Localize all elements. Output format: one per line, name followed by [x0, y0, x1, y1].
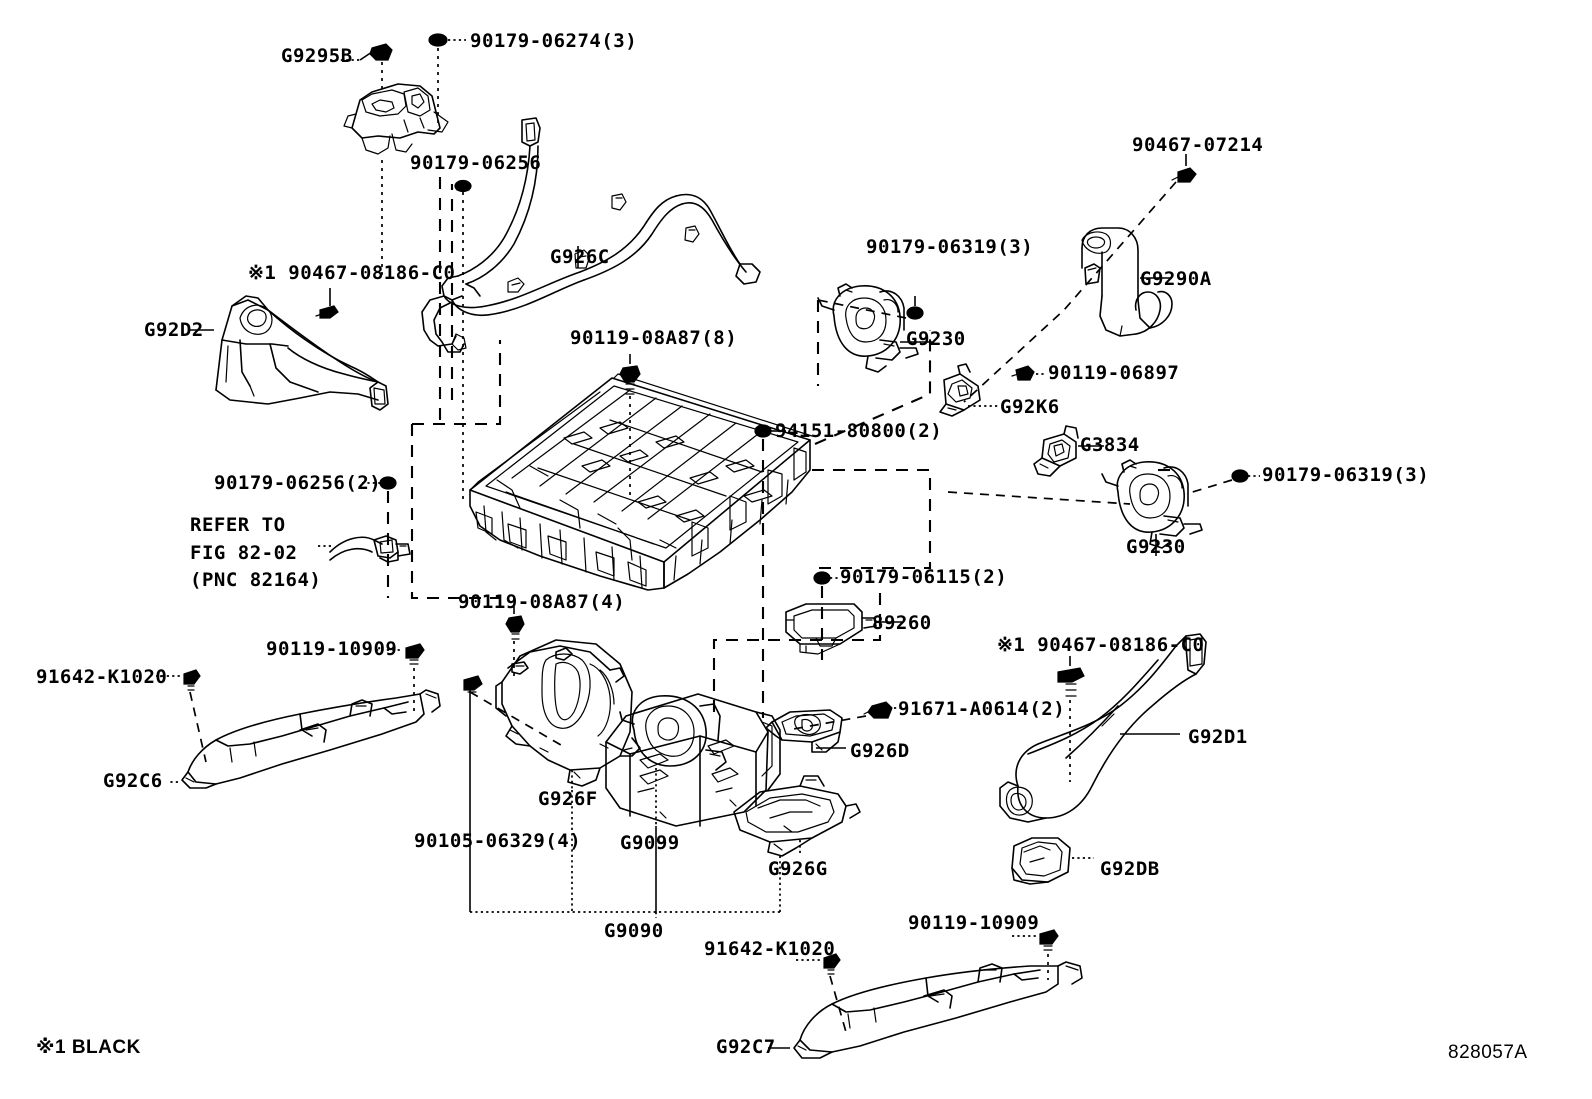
label-g926f: G926F — [538, 788, 598, 810]
label-90467-07214: 90467-07214 — [1132, 134, 1264, 156]
part-g926g-bracket — [734, 776, 860, 856]
part-89260-ecu — [786, 604, 876, 654]
label-90179-06274: 90179-06274(3) — [470, 30, 638, 52]
label-g92c6: G92C6 — [103, 770, 163, 792]
fastener-90467-08186-right — [1058, 668, 1084, 696]
label-refer-to: REFER TO FIG 82-02 (PNC 82164) — [190, 514, 322, 592]
label-90467-08186-right: ※1 90467-08186-C0 — [997, 634, 1205, 656]
leader-90105-06329-dash — [470, 692, 566, 748]
fastener-90179-06115 — [814, 572, 830, 584]
part-g92db-cap — [1012, 838, 1070, 884]
leader-90467-07214-dash — [964, 182, 1176, 402]
label-g9290a: G9290A — [1140, 268, 1212, 290]
part-refer-connector — [330, 536, 410, 562]
label-g9230-top: G9230 — [906, 328, 966, 350]
part-g9290a-duct — [1082, 228, 1172, 336]
label-90179-06256-2: 90179-06256(2) — [214, 472, 382, 494]
label-g9099: G9099 — [620, 832, 680, 854]
part-g3834 — [1034, 426, 1078, 476]
label-g9090: G9090 — [604, 920, 664, 942]
label-90119-08A87-8: 90119-08A87(8) — [570, 327, 738, 349]
fastener-91642-K1020-left — [184, 670, 200, 690]
fastener-90179-06274 — [429, 34, 447, 46]
part-g9295b-clip — [370, 44, 392, 60]
fastener-90179-06256 — [455, 181, 471, 192]
label-90179-06319-right: 90179-06319(3) — [1262, 464, 1430, 486]
label-g926g: G926G — [768, 858, 828, 880]
label-g3834: G3834 — [1080, 434, 1140, 456]
label-g926c: G926C — [550, 246, 610, 268]
fastener-90119-06897 — [1012, 366, 1034, 380]
part-g9099 — [606, 694, 780, 826]
fastener-91671-A0614 — [864, 702, 892, 718]
label-90105-06329: 90105-06329(4) — [414, 830, 582, 852]
leader-91671-A0614-dash — [788, 716, 866, 730]
fastener-90179-06319-right — [1232, 470, 1248, 482]
label-g92k6: G92K6 — [1000, 396, 1060, 418]
label-90467-08186-left: ※1 90467-08186-C0 — [248, 262, 456, 284]
fastener-91642-K1020-bottom — [824, 954, 840, 974]
part-g92k6-bracket — [940, 364, 980, 416]
fastener-90119-10909-left — [406, 644, 424, 664]
label-g92d1: G92D1 — [1188, 726, 1248, 748]
leader-90179-06319-right-dash — [1186, 480, 1232, 494]
part-g926d-bracket — [766, 710, 842, 752]
label-89260: 89260 — [872, 612, 932, 634]
fastener-90179-06256-2 — [380, 477, 396, 489]
label-g9295b: G9295B — [281, 45, 353, 67]
part-g92d2-duct — [216, 296, 388, 410]
label-90179-06256: 90179-06256 — [410, 152, 542, 174]
part-g92c7-cover — [794, 962, 1082, 1058]
leader-91642-K1020-left-dash — [190, 692, 206, 762]
fastener-90119-08A87-4 — [506, 616, 524, 639]
label-g92d2: G92D2 — [144, 319, 204, 341]
fastener-90119-10909-bottom — [1040, 930, 1058, 950]
leader-91642-K1020-bottom-dash — [830, 976, 846, 1032]
label-90119-10909-left: 90119-10909 — [266, 638, 398, 660]
label-g92c7: G92C7 — [716, 1036, 776, 1058]
label-g92db: G92DB — [1100, 858, 1160, 880]
label-91642-K1020-left: 91642-K1020 — [36, 666, 168, 688]
fastener-90105-06329 — [464, 676, 482, 692]
label-90119-10909-bottom: 90119-10909 — [908, 912, 1040, 934]
fastener-90467-08186-left — [316, 306, 338, 318]
part-g92d1-duct — [1000, 634, 1206, 822]
fastener-94151-80800 — [755, 425, 771, 437]
part-g9295b-bracket — [344, 84, 448, 154]
part-g926c-harness — [422, 118, 760, 352]
label-90119-08A87-4: 90119-08A87(4) — [458, 591, 626, 613]
fastener-90179-06319-top — [907, 307, 923, 319]
label-90179-06319-top: 90179-06319(3) — [866, 236, 1034, 258]
label-90179-06115: 90179-06115(2) — [840, 566, 1008, 588]
label-91642-K1020-bottom: 91642-K1020 — [704, 938, 836, 960]
figure-id: 828057A — [1448, 1042, 1528, 1063]
fastener-90119-08A87-8 — [620, 366, 640, 394]
fastener-90467-07214 — [1172, 168, 1196, 182]
part-g9230-blower-top — [818, 284, 918, 372]
label-g926d: G926D — [850, 740, 910, 762]
part-g926f-duct — [496, 640, 640, 786]
assembly-dashed-lines — [412, 168, 1170, 712]
part-g92c6-cover — [182, 690, 440, 788]
label-94151-80800: 94151-80800(2) — [775, 420, 943, 442]
label-g9230-right: G9230 — [1126, 536, 1186, 558]
part-g9230-blower-right — [1102, 460, 1202, 548]
label-90119-06897: 90119-06897 — [1048, 362, 1180, 384]
part-main-battery-pack — [470, 374, 812, 590]
leader-g9295b — [360, 52, 372, 60]
footnote-black: ※1 BLACK — [36, 1037, 141, 1058]
label-91671-A0614: 91671-A0614(2) — [898, 698, 1066, 720]
